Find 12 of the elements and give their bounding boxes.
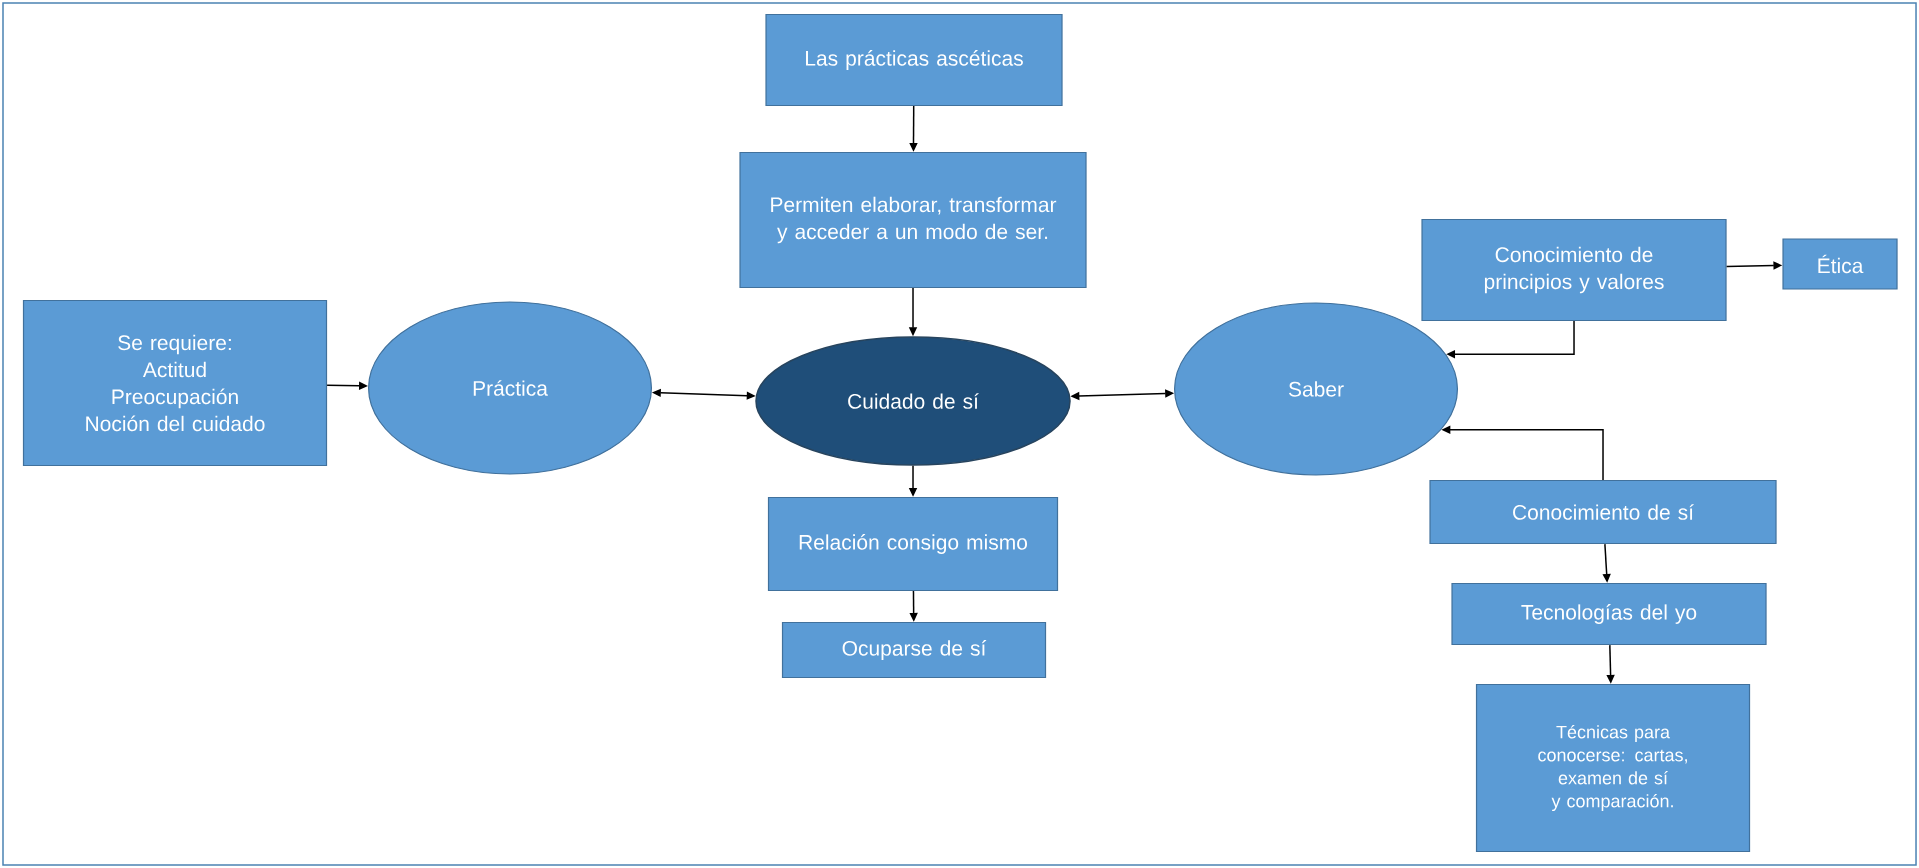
process-box: Relación consigo mismo [767,496,1059,592]
ellipse-node: Práctica [368,301,653,475]
process-box: Conocimiento de principios y valores [1421,218,1727,322]
ellipse-node: Saber [1174,302,1459,476]
process-box: Las prácticas ascéticas [765,13,1063,107]
process-box: Ocuparse de sí [781,621,1047,679]
process-box: Ética [1782,238,1898,290]
process-box: Se requiere: Actitud Preocupación Noción del cuidado [22,299,328,467]
process-box: Conocimiento de sí [1429,479,1777,545]
process-box: Tecnologías del yo [1451,582,1767,646]
process-box: Permiten elaborar, transformar y acceder a un modo de ser. [739,151,1087,289]
process-box: Técnicas para conocerse: cartas, examen de sí y comparación. [1475,683,1751,853]
